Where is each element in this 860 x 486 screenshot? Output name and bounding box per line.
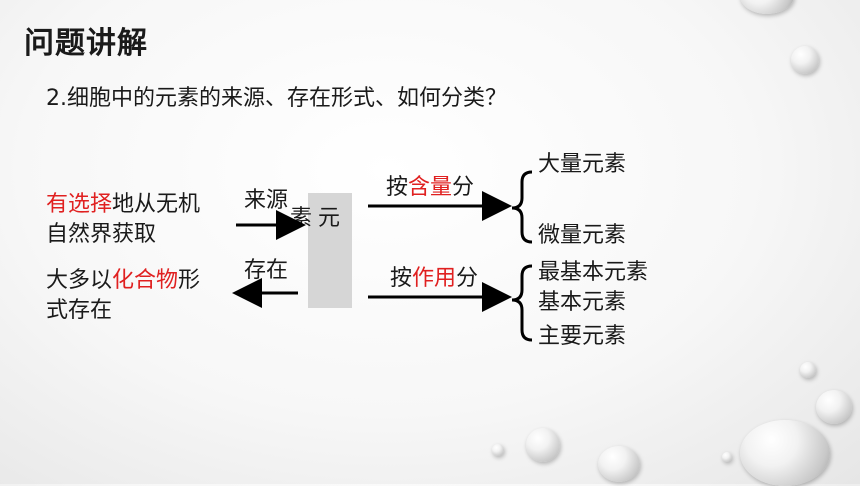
bubble-decoration bbox=[816, 390, 852, 424]
form-line-2: 式存在 bbox=[46, 298, 113, 323]
slide-title: 问题讲解 bbox=[24, 26, 148, 61]
by-function-pre: 按 bbox=[390, 266, 413, 291]
by-content-post: 分 bbox=[452, 175, 475, 200]
bubble-decoration bbox=[722, 452, 732, 462]
element-box bbox=[308, 193, 352, 308]
group-basic-elements: 基本元素 bbox=[538, 290, 627, 315]
bubble-decoration bbox=[492, 444, 504, 456]
form-line-1-pre: 大多以 bbox=[46, 268, 113, 293]
source-line-1-rest: 地从无机 bbox=[112, 192, 201, 217]
bubble-decoration bbox=[598, 446, 640, 482]
question-text: 2.细胞中的元素的来源、存在形式、如何分类？ bbox=[46, 86, 507, 111]
by-content-highlight: 含量 bbox=[408, 175, 453, 200]
classify-by-content: 按含量分 bbox=[386, 173, 474, 203]
form-line-1: 大多以化合物形 bbox=[46, 266, 200, 296]
form-line-1-post: 形 bbox=[178, 268, 201, 293]
classify-by-function: 按作用分 bbox=[390, 264, 478, 294]
source-line-2: 自然界获取 bbox=[46, 222, 157, 247]
highlight-selective: 有选择 bbox=[46, 192, 113, 217]
highlight-compound: 化合物 bbox=[112, 268, 179, 293]
bubble-decoration bbox=[800, 362, 816, 378]
by-function-post: 分 bbox=[456, 266, 479, 291]
form-description: 大多以化合物形 式存在 bbox=[46, 266, 200, 326]
brace-content bbox=[511, 170, 533, 244]
bubble-decoration bbox=[740, 0, 794, 14]
group-most-basic-element: 最基本元素 bbox=[538, 260, 649, 285]
group-macro-elements: 大量元素 bbox=[538, 152, 627, 177]
source-arrow-label: 来源 bbox=[244, 188, 289, 213]
group-main-elements: 主要元素 bbox=[538, 324, 627, 349]
element-char-2: 元 bbox=[318, 206, 341, 231]
by-function-highlight: 作用 bbox=[412, 266, 457, 291]
bubble-decoration bbox=[740, 420, 830, 486]
source-description: 有选择地从无机 自然界获取 bbox=[46, 190, 200, 250]
source-line-1: 有选择地从无机 bbox=[46, 190, 200, 220]
group-trace-elements: 微量元素 bbox=[538, 223, 627, 248]
bubble-decoration bbox=[791, 46, 819, 74]
by-content-pre: 按 bbox=[386, 175, 409, 200]
brace-function bbox=[511, 264, 533, 342]
bubble-decoration bbox=[526, 428, 560, 462]
